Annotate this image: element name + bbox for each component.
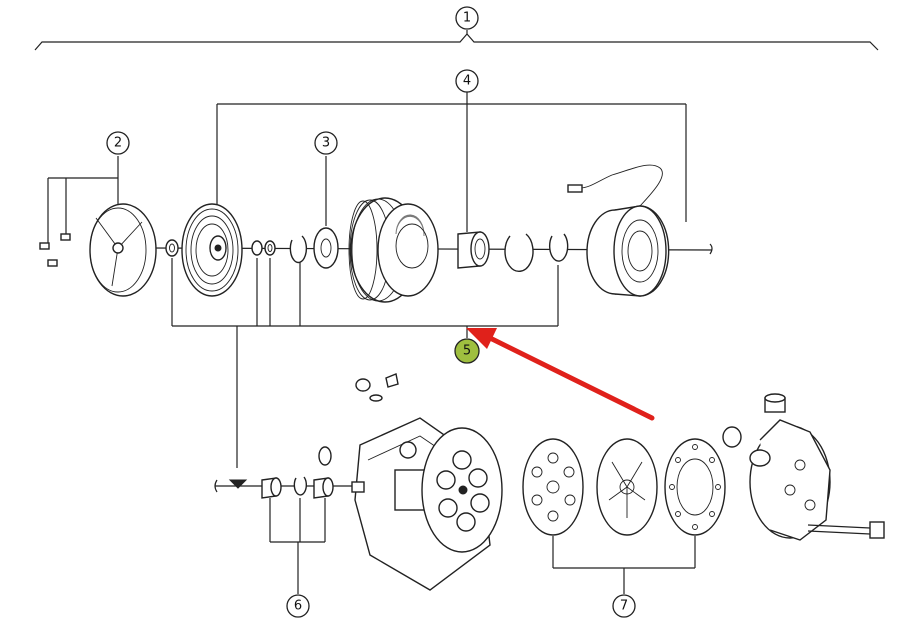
compressor-body (351, 373, 503, 591)
callout-1-label: 1 (463, 11, 471, 26)
callout-3: 3 (314, 131, 338, 155)
callout-6: 6 (286, 594, 310, 618)
shaft-seal-part-6-group (261, 446, 334, 594)
valve-plate-a (522, 438, 584, 536)
callout-3-label: 3 (322, 136, 330, 151)
lower-shaft-axis (214, 479, 360, 493)
clutch-hub-plate (181, 203, 243, 297)
front-cover-part-2 (39, 156, 157, 297)
callout-4-label: 4 (463, 74, 471, 89)
valve-plate-b (596, 438, 658, 536)
red-pointer-arrow (466, 328, 655, 421)
bracket-part-5 (171, 258, 559, 468)
valve-plate-c (664, 438, 726, 536)
assembly-bracket-1 (34, 30, 879, 51)
callout-4: 4 (455, 69, 479, 93)
callout-7-label: 7 (620, 599, 628, 614)
cylinder-head (722, 393, 885, 541)
callout-5: 5 (454, 338, 480, 364)
callout-6-label: 6 (294, 599, 302, 614)
bracket-part-7 (552, 536, 696, 594)
shim-washers (165, 239, 276, 257)
field-coil (567, 164, 670, 297)
callout-2-label: 2 (114, 136, 122, 151)
snap-ring-middle (504, 233, 534, 272)
callout-7: 7 (612, 594, 636, 618)
bearing-part-4 (457, 231, 490, 269)
callout-5-label: 5 (463, 344, 471, 359)
clutch-group-bracket (216, 92, 687, 232)
callout-1: 1 (455, 6, 479, 30)
snap-ring-right (549, 233, 569, 262)
washer-part-3 (313, 156, 339, 269)
callout-2: 2 (106, 131, 130, 155)
pulley (348, 197, 439, 303)
snap-ring-upper-left (289, 235, 308, 264)
